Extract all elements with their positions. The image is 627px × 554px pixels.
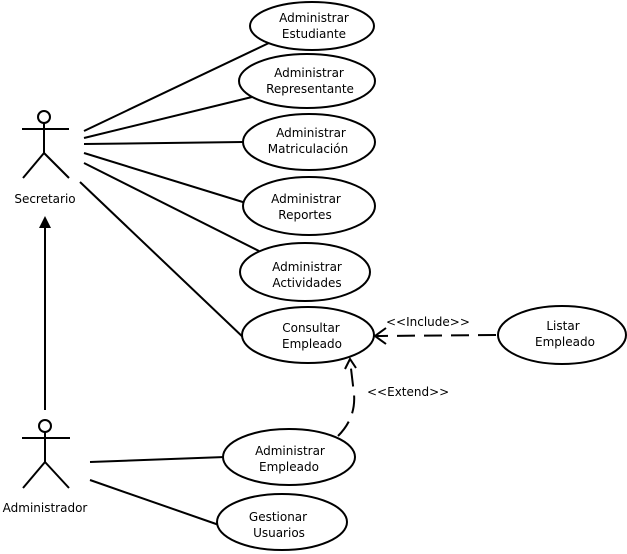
use-case-line1: Administrar bbox=[274, 66, 344, 80]
use-case-ellipse bbox=[497, 305, 627, 365]
use-case-line1: Consultar bbox=[282, 321, 340, 335]
use-case-ellipse bbox=[242, 113, 376, 171]
use-case-administrar-matriculacion[interactable]: Administrar Matriculación bbox=[242, 113, 376, 171]
assoc-secretario-reportes bbox=[83, 152, 247, 204]
actor-right-leg bbox=[43, 152, 70, 179]
actor-left-leg bbox=[22, 152, 45, 179]
use-case-line1: Gestionar bbox=[249, 510, 307, 524]
use-case-administrar-empleado[interactable]: Administrar Empleado bbox=[222, 428, 356, 486]
use-case-ellipse bbox=[239, 242, 371, 302]
use-case-listar-empleado[interactable]: Listar Empleado bbox=[497, 305, 627, 365]
use-case-line2: Empleado bbox=[535, 335, 595, 349]
extend-relation: <<Extend>> bbox=[337, 357, 449, 437]
actor-left-leg bbox=[22, 461, 46, 489]
use-case-line2: Empleado bbox=[282, 337, 342, 351]
assoc-secretario-actividades bbox=[83, 162, 260, 252]
use-case-line1: Administrar bbox=[255, 444, 325, 458]
include-relation: <<Include>> bbox=[373, 315, 497, 345]
use-case-line2: Matriculación bbox=[268, 142, 348, 156]
use-case-line2: Actividades bbox=[272, 276, 341, 290]
use-case-line2: Empleado bbox=[259, 460, 319, 474]
use-case-administrar-representante[interactable]: Administrar Representante bbox=[238, 53, 376, 109]
actor-head bbox=[37, 110, 51, 124]
use-case-ellipse bbox=[222, 428, 356, 486]
administrador-associations bbox=[89, 456, 226, 526]
use-case-administrar-estudiante[interactable]: Administrar Estudiante bbox=[249, 1, 375, 51]
include-label: <<Include>> bbox=[386, 315, 470, 329]
extend-label: <<Extend>> bbox=[367, 385, 449, 399]
include-arrowhead bbox=[373, 327, 387, 345]
use-case-line2: Estudiante bbox=[282, 27, 346, 41]
use-case-gestionar-usuarios[interactable]: Gestionar Usuarios bbox=[216, 493, 348, 551]
use-case-line1: Administrar bbox=[279, 11, 349, 25]
use-case-ellipse bbox=[216, 493, 348, 551]
use-case-line2: Reportes bbox=[278, 208, 331, 222]
use-case-line1: Administrar bbox=[272, 260, 342, 274]
use-case-line1: Administrar bbox=[271, 192, 341, 206]
use-case-consultar-empleado[interactable]: Consultar Empleado bbox=[241, 306, 375, 364]
assoc-secretario-estudiante bbox=[83, 41, 272, 132]
use-case-ellipse bbox=[249, 1, 375, 51]
actor-right-leg bbox=[44, 461, 70, 489]
assoc-secretario-matriculacion bbox=[83, 141, 244, 145]
secretario-associations bbox=[79, 41, 272, 341]
include-line bbox=[375, 334, 497, 337]
use-case-administrar-reportes[interactable]: Administrar Reportes bbox=[242, 176, 376, 236]
assoc-secretario-consultar bbox=[79, 181, 247, 341]
use-case-ellipse bbox=[241, 306, 375, 364]
use-case-line1: Listar bbox=[546, 319, 579, 333]
extend-arrowhead bbox=[344, 357, 357, 370]
actor-administrador[interactable]: Administrador bbox=[3, 419, 88, 515]
extend-line bbox=[337, 359, 356, 437]
use-case-line1: Administrar bbox=[276, 126, 346, 140]
use-case-line2: Representante bbox=[266, 82, 354, 96]
actor-secretario[interactable]: Secretario bbox=[14, 110, 76, 206]
use-case-line2: Usuarios bbox=[253, 526, 305, 540]
assoc-secretario-representante bbox=[83, 96, 253, 139]
actor-head bbox=[38, 419, 52, 433]
actor-administrador-label: Administrador bbox=[3, 501, 88, 515]
assoc-administrador-empleado bbox=[89, 456, 226, 463]
use-case-ellipse bbox=[242, 176, 376, 236]
use-case-administrar-actividades[interactable]: Administrar Actividades bbox=[239, 242, 371, 302]
assoc-administrador-usuarios bbox=[89, 479, 220, 526]
actor-secretario-label: Secretario bbox=[14, 192, 75, 206]
use-case-ellipse bbox=[238, 53, 376, 109]
